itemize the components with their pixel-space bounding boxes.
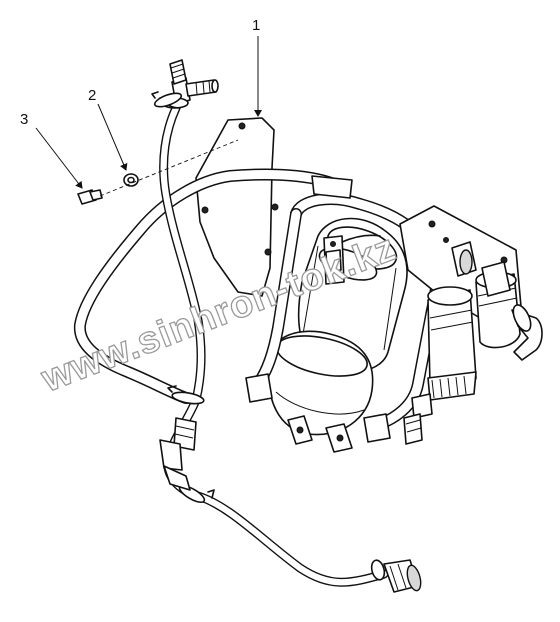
elbow-fitting — [159, 417, 197, 491]
pump-frame — [245, 175, 444, 443]
return-pipe-loop — [73, 168, 349, 404]
mounting-bracket — [195, 117, 281, 297]
callout-number-3: 3 — [20, 111, 28, 128]
feed-hose — [159, 103, 206, 405]
callout-number-2: 2 — [88, 87, 96, 104]
fuel-filter — [427, 286, 477, 401]
drain-fitting — [403, 393, 433, 445]
hose-clamp — [370, 559, 386, 581]
hose-clamp — [167, 385, 205, 405]
assembly-axis-line — [99, 139, 239, 197]
quick-connector — [383, 559, 422, 593]
electrical-connector — [323, 234, 381, 285]
callout-leader-3 — [35, 127, 83, 189]
outlet-hose — [163, 395, 389, 587]
water-separator-fitting — [451, 241, 543, 361]
callout-leader-2 — [97, 103, 128, 171]
hose-clamp — [151, 91, 183, 108]
washer-part-2 — [123, 173, 139, 187]
bolt-part-3 — [77, 189, 103, 205]
callout-number-1: 1 — [252, 17, 260, 34]
